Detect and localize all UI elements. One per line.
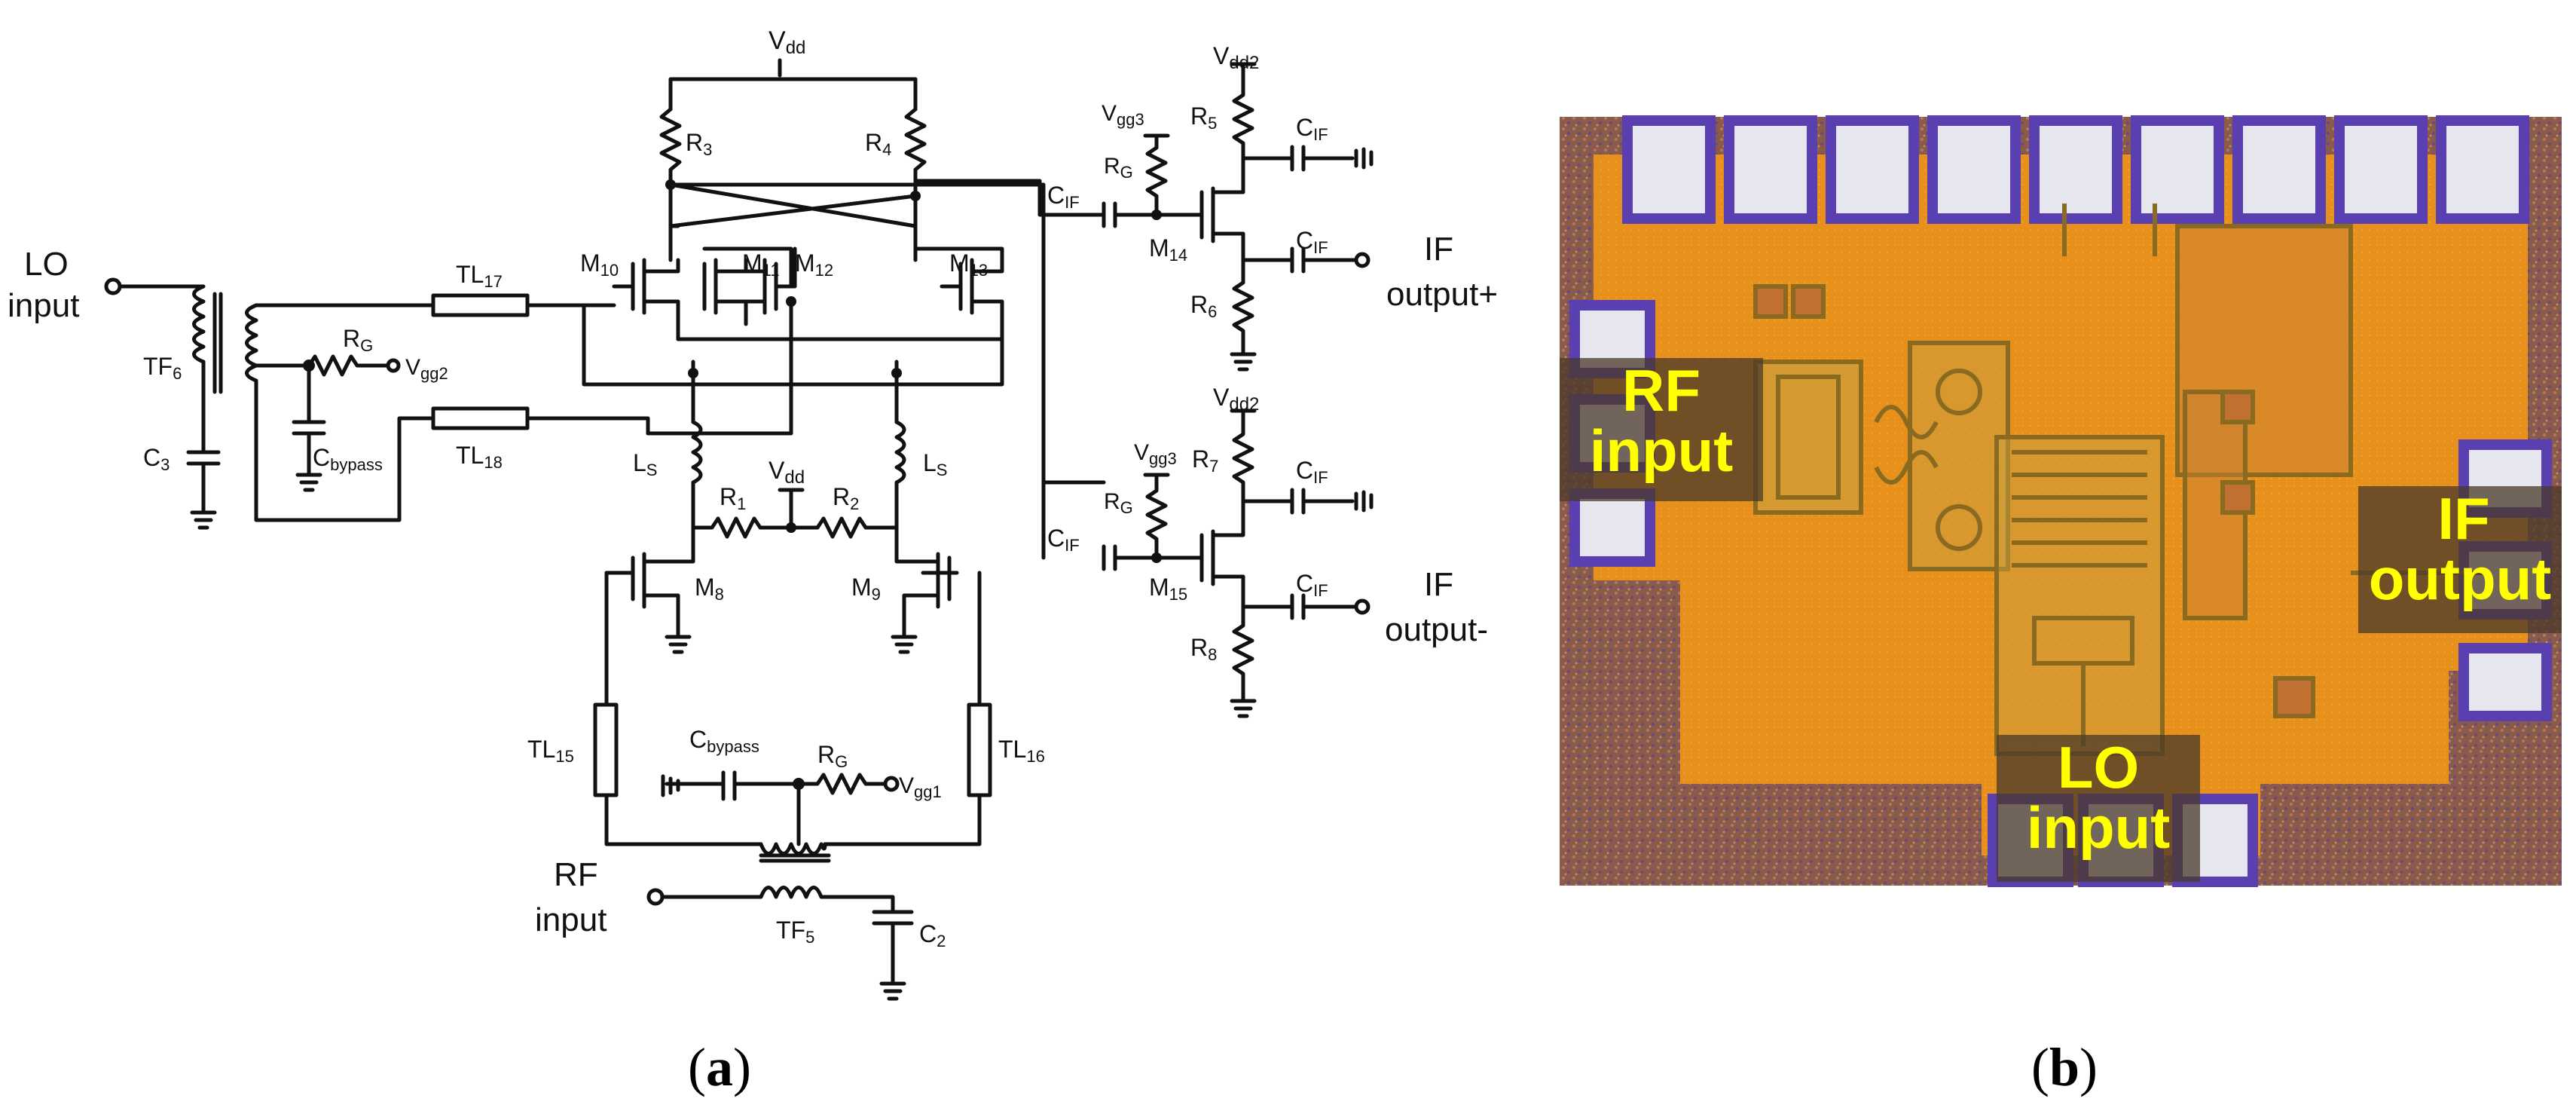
- m14-label: M14: [1149, 234, 1187, 265]
- r8-label: R8: [1190, 634, 1217, 664]
- top-pads: [1622, 115, 2529, 224]
- cbypass-lo-label: Cbypass: [313, 444, 383, 474]
- ls-right-label: LS: [923, 449, 947, 479]
- chip-if-label-l1: IF: [2437, 485, 2489, 552]
- m13-label: M13: [949, 249, 988, 280]
- r2-label: R2: [833, 483, 859, 513]
- rg-lo-label: RG: [343, 325, 373, 355]
- cif-1-label: CIF: [1047, 182, 1080, 212]
- rf-input-label-box: [1560, 358, 1763, 501]
- chip-lo-label-l1: LO: [2058, 734, 2139, 800]
- c2-label: C2: [919, 920, 946, 950]
- tf6-label: TF6: [143, 353, 182, 383]
- tl18-label: TL18: [456, 442, 503, 472]
- lo-input-label-l2: input: [8, 287, 79, 324]
- caption-a: (a): [688, 1037, 751, 1097]
- ls-left-label: LS: [633, 449, 657, 479]
- r3-label: R3: [686, 129, 712, 159]
- if-output-neg-l2: output-: [1385, 611, 1488, 648]
- rf-input-label-l2: input: [535, 901, 607, 938]
- m8-label: M8: [695, 574, 724, 604]
- m12-label: M12: [795, 249, 833, 280]
- tl15-label: TL15: [527, 736, 574, 766]
- m11-label: M11: [742, 249, 780, 280]
- chip-if-label-l2: output: [2369, 546, 2552, 612]
- vdd2-top-label: Vdd2: [1213, 42, 1259, 73]
- rg-rf-label: RG: [817, 741, 848, 771]
- cbypass-rf-label: Cbypass: [689, 726, 759, 756]
- chip-lo-label-l2: input: [2027, 794, 2171, 861]
- r5-label: R5: [1190, 103, 1217, 133]
- rg-buf-bottom-label: RG: [1104, 489, 1133, 517]
- tl16-label: TL16: [998, 736, 1045, 766]
- chip-photo: RF input IF output LO input: [1560, 115, 2562, 887]
- rf-input-label-l1: RF: [554, 856, 598, 893]
- vdd2-bottom-label: Vdd2: [1213, 384, 1259, 415]
- m9-label: M9: [851, 574, 881, 604]
- chip-circuitry: [1753, 204, 2486, 756]
- tf5-label: TF5: [776, 917, 814, 947]
- schematic: Vdd Vdd Vdd2 Vdd2 Vgg3 Vgg3 Vgg2 Vgg1 LO…: [8, 26, 1498, 1001]
- r7-label: R7: [1192, 445, 1218, 476]
- cif-4-label: CIF: [1047, 525, 1080, 555]
- c3-label: C3: [143, 444, 170, 474]
- caption-b: (b): [2031, 1037, 2098, 1097]
- m15-label: M15: [1149, 574, 1187, 604]
- tl17-label: TL17: [456, 261, 503, 291]
- if-output-pos-l2: output+: [1386, 276, 1498, 313]
- cif-2-label: CIF: [1296, 114, 1328, 144]
- if-output-label-box: [2358, 486, 2562, 633]
- chip-rf-label-l1: RF: [1622, 357, 1701, 424]
- cif-6-label: CIF: [1296, 570, 1328, 600]
- r1-label: R1: [720, 483, 746, 513]
- vgg2-label: Vgg2: [405, 355, 448, 383]
- cif-5-label: CIF: [1296, 457, 1328, 487]
- lo-input-label-box: [1997, 735, 2200, 882]
- r4-label: R4: [865, 129, 891, 159]
- if-output-neg-l1: IF: [1424, 566, 1453, 603]
- lo-input-label-l1: LO: [24, 246, 69, 283]
- rg-buf-top-label: RG: [1104, 154, 1133, 182]
- r6-label: R6: [1190, 291, 1217, 321]
- vdd-top-label: Vdd: [769, 26, 805, 58]
- cif-3-label: CIF: [1296, 227, 1328, 257]
- if-output-pos-l1: IF: [1424, 231, 1453, 268]
- vgg1-label: Vgg1: [899, 773, 942, 801]
- vdd-mid-label: Vdd: [769, 457, 805, 488]
- m10-label: M10: [580, 249, 619, 280]
- chip-rf-label-l2: input: [1590, 418, 1734, 484]
- vgg3-bottom-label: Vgg3: [1134, 440, 1177, 468]
- vgg3-top-label: Vgg3: [1102, 101, 1144, 129]
